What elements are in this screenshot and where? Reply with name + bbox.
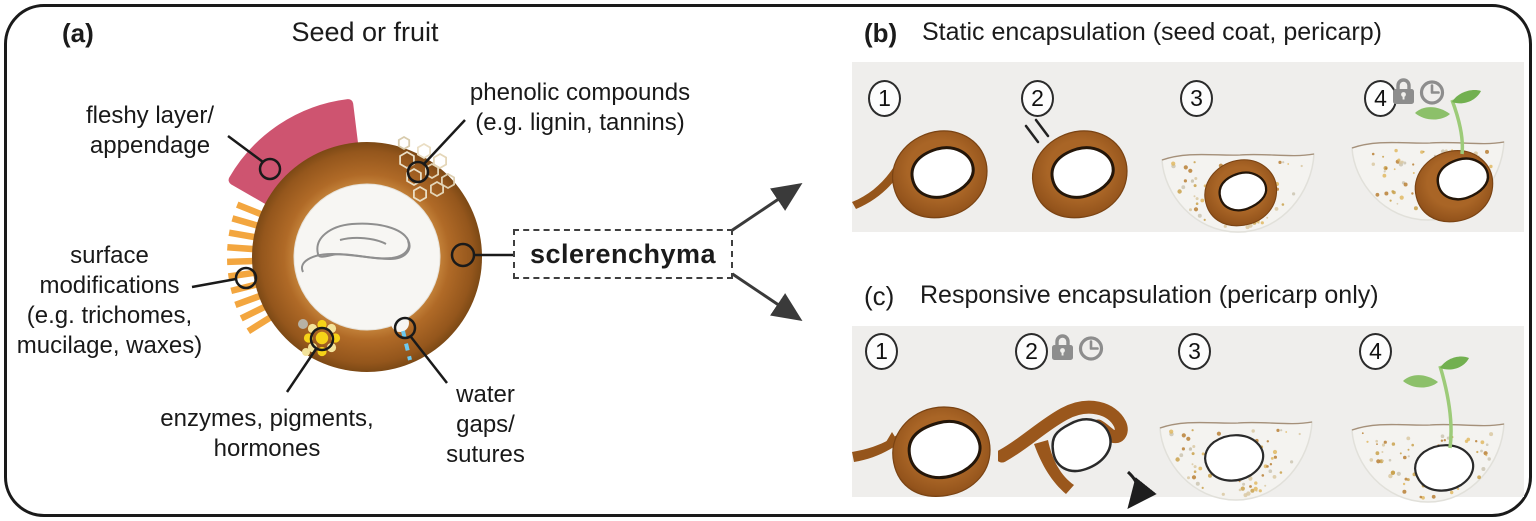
- naked-seed: [1204, 434, 1265, 482]
- stage-c1-attached: [852, 406, 991, 497]
- seedling-stem: [1450, 99, 1465, 155]
- stalk-thorn: [886, 432, 897, 442]
- clock-icon: [1078, 336, 1104, 361]
- water-gap-dashes: [401, 330, 412, 361]
- label-fleshy-line1: fleshy layer/: [85, 102, 215, 129]
- lock-clock-icons-c: [1052, 334, 1104, 361]
- label-water-line1: water: [456, 381, 515, 408]
- lock-clock-icons-b: [1393, 78, 1445, 105]
- step-number: 1: [875, 338, 888, 364]
- label-fleshy-layer: fleshy layer/ appendage: [40, 101, 260, 161]
- label-enzymes: enzymes, pigments, hormones: [138, 404, 396, 464]
- step-number: 3: [1190, 85, 1203, 111]
- callout-circles: [234, 157, 476, 352]
- seedling-stem: [1438, 365, 1453, 449]
- water-gap-notch: [391, 314, 409, 332]
- clock-icon: [1419, 80, 1445, 105]
- seed-interior: [1218, 171, 1268, 212]
- callout-circle-fleshy: [258, 157, 282, 181]
- step-circle-c2: 2: [1015, 333, 1048, 370]
- label-surface-modifications: surface modifications (e.g. trichomes, m…: [2, 241, 217, 361]
- seedling-leaf: [1452, 90, 1481, 104]
- seed-interior: [1436, 157, 1490, 201]
- label-phenolic-line2: (e.g. lignin, tannins): [475, 109, 685, 136]
- callout-circle-sclerenchyma: [450, 242, 476, 268]
- step-number: 2: [1025, 338, 1038, 364]
- arrow-to-panel-c: [730, 271, 803, 322]
- callout-circle-phenolic: [406, 160, 430, 184]
- panel-b-strip: 1 2 3 4: [852, 62, 1524, 233]
- stage-c3-buried-seed: [1159, 421, 1313, 501]
- naked-seed: [1414, 444, 1475, 492]
- label-water-line2: gaps/: [456, 411, 515, 438]
- label-surface-line2: modifications: [39, 272, 180, 299]
- label-enzymes-line1: enzymes, pigments,: [160, 405, 374, 432]
- clock-hands: [1430, 84, 1440, 94]
- label-water-gaps: water gaps/ sutures: [428, 380, 543, 470]
- seed-interior: [910, 146, 975, 199]
- step-number: 4: [1374, 85, 1387, 111]
- label-water-line3: sutures: [446, 441, 525, 468]
- pericarp-tail: [1034, 440, 1074, 494]
- step-circle-b4: 4: [1364, 80, 1397, 117]
- panel-c-title: Responsive encapsulation (pericarp only): [920, 281, 1379, 309]
- panel-c-tag: (c): [864, 281, 895, 311]
- stage-b4-germinating: [1351, 90, 1505, 223]
- step-number: 2: [1031, 85, 1044, 111]
- stage-b1-attached: [852, 130, 988, 219]
- panel-c-strip: 1 2 3 4: [852, 326, 1524, 510]
- callout-circle-water: [393, 316, 417, 340]
- step-circle-b1: 1: [868, 80, 901, 117]
- stage-c4-germinating: [1351, 356, 1505, 503]
- step-number: 1: [878, 85, 891, 111]
- seed-interior: [1050, 146, 1115, 199]
- panel-a-title: Seed or fruit: [291, 17, 439, 47]
- sclerenchyma-box: sclerenchyma: [513, 229, 733, 279]
- panel-a-tag: (a): [62, 18, 94, 48]
- clock-hands: [1089, 340, 1099, 350]
- label-fleshy-line2: appendage: [89, 132, 211, 159]
- lock-keyhole-slot: [1402, 94, 1405, 100]
- label-surface-line4: mucilage, waxes): [16, 332, 203, 359]
- callout-circle-surface: [234, 266, 258, 290]
- lock-keyhole-slot: [1061, 350, 1064, 356]
- stage-c2-pericarp-opening: [998, 400, 1157, 510]
- seedling-leaf: [1415, 107, 1450, 120]
- stage-b3-buried: [1161, 153, 1315, 233]
- callout-lines: [191, 119, 513, 393]
- released-seed: [1051, 418, 1112, 473]
- arrow-to-panel-b: [730, 182, 803, 233]
- seedling-leaf: [1403, 375, 1438, 388]
- seed-diagram: [191, 99, 803, 393]
- sclerenchyma-label: sclerenchyma: [529, 238, 717, 269]
- stage-b2-detached: [1024, 118, 1128, 219]
- release-arrow: [1126, 470, 1157, 510]
- label-phenolic: phenolic compounds (e.g. lignin, tannins…: [445, 78, 715, 138]
- step-circle-b3: 3: [1180, 80, 1213, 117]
- panel-b-tag: (b): [864, 18, 898, 48]
- lock-icon: [1396, 78, 1411, 90]
- fleshy-layer-shape: [233, 104, 356, 212]
- step-circle-b2: 2: [1021, 80, 1054, 117]
- step-circle-c4: 4: [1359, 333, 1392, 370]
- lock-icon: [1055, 334, 1070, 346]
- detach-ticks: [1024, 118, 1050, 144]
- embryo-sketch: [301, 222, 411, 273]
- seedling-leaf: [1440, 356, 1469, 370]
- seed-interior: [907, 420, 982, 480]
- step-circle-c3: 3: [1178, 333, 1211, 370]
- label-enzymes-line2: hormones: [213, 435, 321, 462]
- label-surface-line1: surface: [70, 242, 149, 269]
- label-surface-line3: (e.g. trichomes,: [26, 302, 193, 329]
- label-phenolic-line1: phenolic compounds: [469, 79, 691, 106]
- step-number: 4: [1369, 338, 1382, 364]
- step-circle-c1: 1: [865, 333, 898, 370]
- step-number: 3: [1188, 338, 1201, 364]
- callout-circle-enzymes: [309, 326, 335, 352]
- branch-arrows: [730, 182, 803, 322]
- panel-b-title: Static encapsulation (seed coat, pericar…: [922, 18, 1382, 46]
